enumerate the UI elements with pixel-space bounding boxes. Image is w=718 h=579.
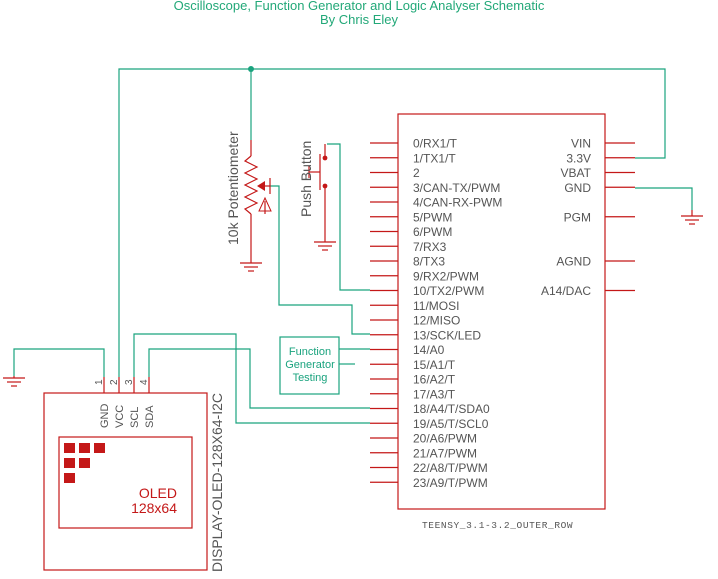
- teensy-board: 0/RX1/T1/TX1/T23/CAN-TX/PWM4/CAN-RX-PWM5…: [370, 113, 635, 531]
- wire-gnd-right: [635, 187, 693, 210]
- wire-oled-sda: [148, 348, 370, 409]
- wires: [13, 66, 693, 424]
- potentiometer-label: 10k Potentiometer: [225, 131, 241, 245]
- wire-oled-scl: [133, 333, 370, 424]
- title-line-1: Oscilloscope, Function Generator and Log…: [173, 0, 545, 13]
- teensy-left-pin-label: 5/PWM: [413, 210, 452, 224]
- ground-symbol-button: [314, 188, 336, 251]
- teensy-left-pin-label: 15/A1/T: [413, 358, 456, 372]
- fgen-line-2: Generator: [285, 359, 335, 371]
- push-button: Push Button: [298, 141, 328, 217]
- ground-symbol-teensy: [681, 210, 703, 225]
- wire-3v3-rail: [118, 68, 666, 377]
- oled-pin-number: 1: [94, 379, 105, 385]
- wire-oled-gnd: [13, 348, 105, 377]
- oled-pin-label: VCC: [114, 405, 126, 428]
- teensy-left-pin-label: 1/TX1/T: [413, 151, 456, 165]
- teensy-left-pin-label: 16/A2/T: [413, 373, 456, 387]
- oled-screen: [58, 436, 193, 529]
- teensy-left-pin-label: 8/TX3: [413, 255, 445, 269]
- teensy-left-pin-label: 0/RX1/T: [413, 137, 458, 151]
- teensy-left-pin-label: 17/A3/T: [413, 387, 456, 401]
- oled-part-name: DISPLAY-OLED-128X64-I2C: [209, 393, 225, 572]
- oled-outline: [43, 392, 208, 571]
- wire-button: [327, 143, 370, 291]
- teensy-right-pin-label: 3.3V: [566, 151, 591, 165]
- teensy-left-pin-label: 21/A7/PWM: [413, 446, 477, 460]
- ground-symbol-oled: [3, 376, 25, 387]
- function-generator-box: Function Generator Testing: [279, 336, 340, 395]
- teensy-right-pin-label: VIN: [571, 137, 591, 151]
- teensy-left-pin-label: 19/A5/T/SCL0: [413, 417, 489, 431]
- teensy-left-pin-label: 20/A6/PWM: [413, 432, 477, 446]
- oled-pin-number: 3: [124, 379, 135, 385]
- teensy-left-pins: 0/RX1/T1/TX1/T23/CAN-TX/PWM4/CAN-RX-PWM5…: [370, 137, 502, 490]
- fgen-line-3: Testing: [293, 372, 328, 384]
- teensy-right-pin-label: GND: [564, 181, 591, 195]
- teensy-left-pin-label: 7/RX3: [413, 240, 447, 254]
- teensy-right-pin-label: A14/DAC: [541, 284, 591, 298]
- teensy-left-pin-label: 3/CAN-TX/PWM: [413, 181, 500, 195]
- teensy-left-pin-label: 13/SCK/LED: [413, 328, 481, 342]
- teensy-left-pin-label: 11/MOSI: [413, 299, 459, 313]
- fgen-line-1: Function: [289, 346, 331, 358]
- ground-symbol-pot: [240, 230, 262, 272]
- teensy-part-name: TEENSY_3.1-3.2_OUTER_ROW: [422, 520, 573, 531]
- teensy-left-pin-label: 4/CAN-RX-PWM: [413, 196, 502, 210]
- teensy-left-pin-label: 10/TX2/PWM: [413, 284, 484, 298]
- teensy-left-pin-label: 14/A0: [413, 343, 445, 357]
- push-button-label: Push Button: [298, 141, 314, 217]
- teensy-outline: [397, 113, 606, 510]
- teensy-left-pin-label: 18/A4/T/SDA0: [413, 402, 490, 416]
- teensy-left-pin-label: 2: [413, 166, 420, 180]
- teensy-left-pin-label: 22/A8/T/PWM: [413, 461, 488, 475]
- teensy-left-pin-label: 12/MISO: [413, 314, 460, 328]
- oled-pin-label: SDA: [144, 405, 156, 428]
- wire-pot-wiper: [270, 185, 370, 335]
- oled-pin-number: 2: [109, 379, 120, 385]
- oled-pin-number: 4: [139, 379, 150, 385]
- potentiometer: 10k Potentiometer: [225, 131, 272, 245]
- oled-pin-label: SCL: [129, 407, 141, 428]
- teensy-right-pin-label: PGM: [564, 210, 591, 224]
- teensy-right-pin-label: AGND: [556, 255, 591, 269]
- teensy-left-pin-label: 9/RX2/PWM: [413, 269, 479, 283]
- teensy-left-pin-label: 6/PWM: [413, 225, 452, 239]
- title-line-2: By Chris Eley: [319, 12, 399, 27]
- teensy-right-pin-label: VBAT: [561, 166, 592, 180]
- oled-screen-line-1: OLED: [139, 485, 177, 501]
- oled-pixels: [64, 443, 105, 483]
- oled-screen-line-2: 128x64: [131, 500, 177, 516]
- teensy-left-pin-label: 23/A9/T/PWM: [413, 476, 488, 490]
- oled-pin-label: GND: [99, 404, 111, 429]
